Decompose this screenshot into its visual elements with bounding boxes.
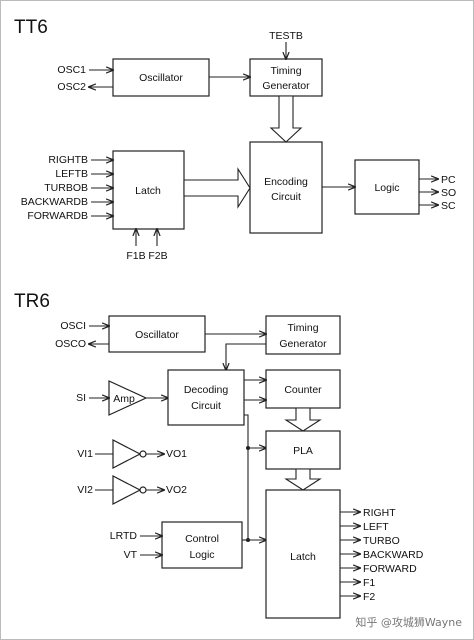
watermark: 知乎 @攻城狮Wayne: [355, 615, 462, 629]
tr6-vo2-label: VO2: [166, 484, 187, 496]
tr6-control-logic-label-1: Control: [185, 533, 219, 545]
tr6-latch-block: [265, 489, 341, 619]
tr6-pla-label: PLA: [293, 445, 313, 457]
tt6-encoding-circuit-label-1: Encoding: [264, 176, 308, 188]
tt6-latch-to-encoding-bus-arrow: [183, 167, 251, 209]
tt6-timing-to-encoding-bus-arrow: [269, 95, 303, 143]
tt6-testb-label: TESTB: [269, 30, 303, 42]
tr6-output-f2-label: F2: [363, 591, 375, 603]
tr6-vt-label: VT: [124, 549, 138, 561]
tt6-logic-label: Logic: [374, 182, 399, 194]
tr6-timing-generator-label-2: Generator: [279, 338, 327, 350]
tr6-oscillator-label: Oscillator: [135, 329, 179, 341]
tr6-amp-label: Amp: [113, 393, 135, 405]
tt6-latch-inputs: RIGHTB LEFTB TURBOB BACKWARDB FORWARDB: [21, 154, 113, 222]
tt6-f2b-label: F2B: [148, 250, 167, 262]
tr6-timing-generator-block: [265, 315, 341, 355]
tr6-inverter-2-bubble: [139, 486, 147, 494]
tt6-osc1-label: OSC1: [57, 64, 86, 76]
tt6-section: TT6 Oscillator Timing Generator Latch En…: [14, 17, 456, 262]
tt6-output-sc-label: SC: [441, 200, 456, 212]
tr6-latch-label: Latch: [290, 551, 316, 563]
tt6-oscillator-label: Oscillator: [139, 72, 183, 84]
tt6-timing-generator-label-1: Timing: [270, 65, 301, 77]
tr6-control-logic-label-2: Logic: [189, 549, 214, 561]
tt6-output-so-label: SO: [441, 187, 456, 199]
tr6-inverter-2: VI2 VO2: [77, 475, 187, 505]
tr6-control-logic-block: [161, 521, 243, 569]
tr6-pla-to-latch-bus-arrow: [284, 468, 322, 491]
tr6-inverter-1: VI1 VO1: [77, 439, 187, 469]
tt6-output-pc-label: PC: [441, 174, 456, 186]
tr6-inverter-1-symbol: [112, 439, 142, 469]
tt6-encoding-circuit-label-2: Circuit: [271, 191, 301, 203]
tr6-counter-to-pla-bus-arrow: [284, 407, 322, 432]
tr6-timing-to-decoding-arrow: [226, 343, 266, 370]
tr6-vo1-label: VO1: [166, 448, 187, 460]
tr6-pla-block: [265, 430, 341, 470]
tt6-input-forwardb-label: FORWARDB: [27, 210, 88, 222]
tt6-osc2-label: OSC2: [57, 81, 86, 93]
tr6-output-f1-label: F1: [363, 577, 375, 589]
tr6-output-right-label: RIGHT: [363, 507, 396, 519]
tt6-title: TT6: [14, 17, 48, 38]
tt6-timing-generator-label-2: Generator: [262, 80, 310, 92]
tr6-output-backward-label: BACKWARD: [363, 549, 424, 561]
tr6-oscillator-block: [108, 315, 206, 353]
tr6-si-label: SI: [76, 392, 86, 404]
tr6-decoding-to-latch-wire: [244, 414, 266, 540]
tr6-inverter-2-symbol: [112, 475, 142, 505]
tt6-latch-label: Latch: [135, 185, 161, 197]
tr6-osco-label: OSCO: [55, 338, 86, 350]
tr6-decoding-circuit-block: [167, 369, 245, 426]
tr6-output-left-label: LEFT: [363, 521, 389, 533]
tr6-vi2-label: VI2: [77, 484, 93, 496]
tt6-f1b-label: F1B: [126, 250, 145, 262]
tr6-decoding-circuit-label-1: Decoding: [184, 384, 229, 396]
tr6-vi1-label: VI1: [77, 448, 93, 460]
tt6-input-rightb-label: RIGHTB: [48, 154, 88, 166]
tr6-output-turbo-label: TURBO: [363, 535, 400, 547]
tr6-latch-outputs: RIGHT LEFT TURBO BACKWARD FORWARD F1 F2: [340, 507, 424, 603]
tt6-input-backwardb-label: BACKWARDB: [21, 196, 88, 208]
tt6-input-leftb-label: LEFTB: [55, 168, 88, 180]
tr6-output-forward-label: FORWARD: [363, 563, 417, 575]
tr6-osci-label: OSCI: [60, 320, 86, 332]
tr6-counter-block: [265, 369, 341, 409]
tr6-title: TR6: [14, 291, 50, 312]
tr6-counter-label: Counter: [284, 384, 322, 396]
tr6-junction-dot-1: [246, 446, 250, 450]
tr6-lrtd-label: LRTD: [110, 530, 138, 542]
tr6-inverter-1-bubble: [139, 450, 147, 458]
tr6-timing-generator-label-1: Timing: [287, 322, 318, 334]
tr6-section: TR6 Oscillator Timing Generator OSCI OSC…: [14, 291, 424, 619]
tt6-input-turbob-label: TURBOB: [44, 182, 88, 194]
tt6-oscillator-block: [112, 58, 210, 97]
tr6-decoding-circuit-label-2: Circuit: [191, 400, 221, 412]
